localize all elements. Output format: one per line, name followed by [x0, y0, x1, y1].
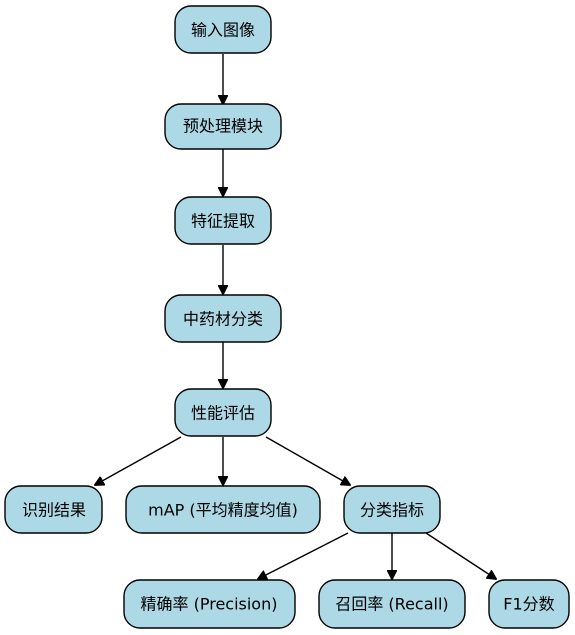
node-label: 召回率 (Recall) — [335, 595, 448, 614]
node-label: 输入图像 — [191, 21, 255, 40]
node-recognition-result: 识别结果 — [4, 485, 103, 534]
node-label: 分类指标 — [360, 501, 424, 520]
node-herb-classify: 中药材分类 — [164, 294, 282, 343]
node-label: 预处理模块 — [183, 117, 263, 136]
node-map: mAP (平均精度均值) — [125, 485, 321, 534]
node-label: mAP (平均精度均值) — [148, 501, 298, 520]
node-label: F1分数 — [503, 595, 554, 614]
node-performance-eval: 性能评估 — [174, 388, 272, 437]
node-recall: 召回率 (Recall) — [318, 579, 466, 629]
edge-eval-to-result — [95, 436, 182, 485]
node-preprocess: 预处理模块 — [164, 103, 282, 150]
node-label: 特征提取 — [191, 212, 255, 231]
node-feature-extract: 特征提取 — [174, 196, 272, 245]
node-label: 识别结果 — [22, 501, 86, 520]
edge-metrics-to-f1 — [425, 532, 496, 579]
node-classify-metrics: 分类指标 — [343, 485, 441, 534]
node-input-image: 输入图像 — [174, 5, 272, 54]
node-f1: F1分数 — [488, 579, 570, 629]
node-label: 性能评估 — [191, 404, 255, 423]
edge-metrics-to-precision — [258, 532, 349, 579]
node-label: 精确率 (Precision) — [141, 595, 278, 614]
edges — [95, 54, 496, 579]
node-precision: 精确率 (Precision) — [123, 579, 296, 629]
edge-eval-to-metrics — [265, 436, 350, 485]
node-label: 中药材分类 — [183, 310, 263, 329]
